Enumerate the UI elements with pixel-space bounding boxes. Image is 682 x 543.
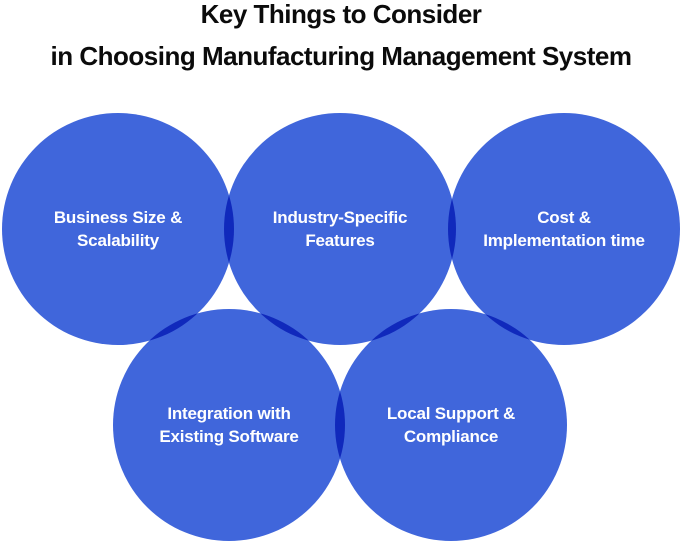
circle-label-business-size-scalability: Business Size & Scalability — [53, 208, 183, 250]
circle-industry-specific-features — [224, 113, 456, 345]
circle-business-size-scalability — [2, 113, 234, 345]
circle-cost-implementation-time — [448, 113, 680, 345]
circle-label-industry-specific-features: Industry-Specific Features — [272, 208, 408, 250]
circle-local-support-compliance — [335, 309, 567, 541]
circle-label-integration-existing-software: Integration with Existing Software — [159, 404, 299, 446]
circle-integration-existing-software — [113, 309, 345, 541]
circle-label-cost-implementation-time: Cost & Implementation time — [483, 208, 645, 250]
circle-label-local-support-compliance: Local Support & Compliance — [386, 404, 516, 446]
page-title-line-1: Key Things to Consider — [200, 0, 482, 29]
page-title-line-2: in Choosing Manufacturing Management Sys… — [50, 41, 632, 71]
page-title: Key Things to Consider in Choosing Manuf… — [0, 0, 682, 77]
